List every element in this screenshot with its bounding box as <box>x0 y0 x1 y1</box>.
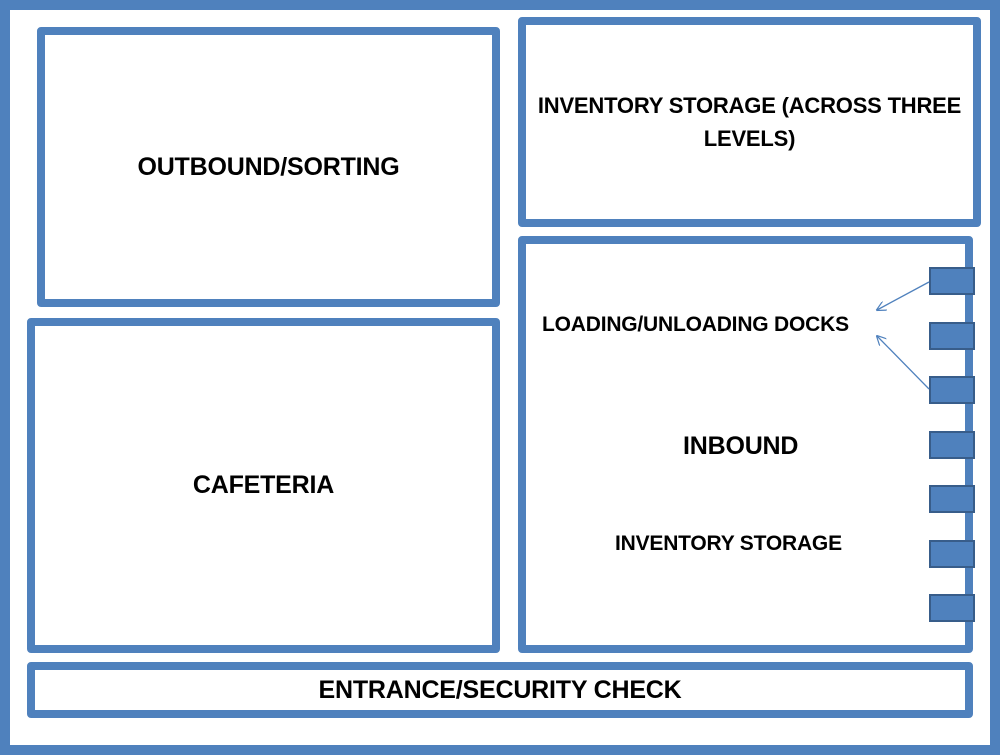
inbound-label: INBOUND <box>683 432 799 460</box>
dock-3 <box>929 376 975 404</box>
dock-5 <box>929 485 975 513</box>
loading-unloading-docks-label: LOADING/UNLOADING DOCKS <box>542 313 849 336</box>
outbound-sorting-area: OUTBOUND/SORTING <box>37 27 500 307</box>
cafeteria-area: CAFETERIA <box>27 318 500 653</box>
dock-1 <box>929 267 975 295</box>
entrance-security-check-area: ENTRANCE/SECURITY CHECK <box>27 662 973 718</box>
dock-6 <box>929 540 975 568</box>
dock-4 <box>929 431 975 459</box>
outbound-sorting-label: OUTBOUND/SORTING <box>137 152 400 181</box>
dock-2 <box>929 322 975 350</box>
cafeteria-label: CAFETERIA <box>192 471 335 499</box>
dock-7 <box>929 594 975 622</box>
entrance-security-check-label: ENTRANCE/SECURITY CHECK <box>318 675 682 704</box>
inventory-storage-label: INVENTORY STORAGE <box>615 532 842 555</box>
inventory-storage-three-levels-label: INVENTORY STORAGE (ACROSS THREE LEVELS) <box>537 93 962 151</box>
inventory-storage-three-levels-area: INVENTORY STORAGE (ACROSS THREE LEVELS) <box>518 17 981 227</box>
